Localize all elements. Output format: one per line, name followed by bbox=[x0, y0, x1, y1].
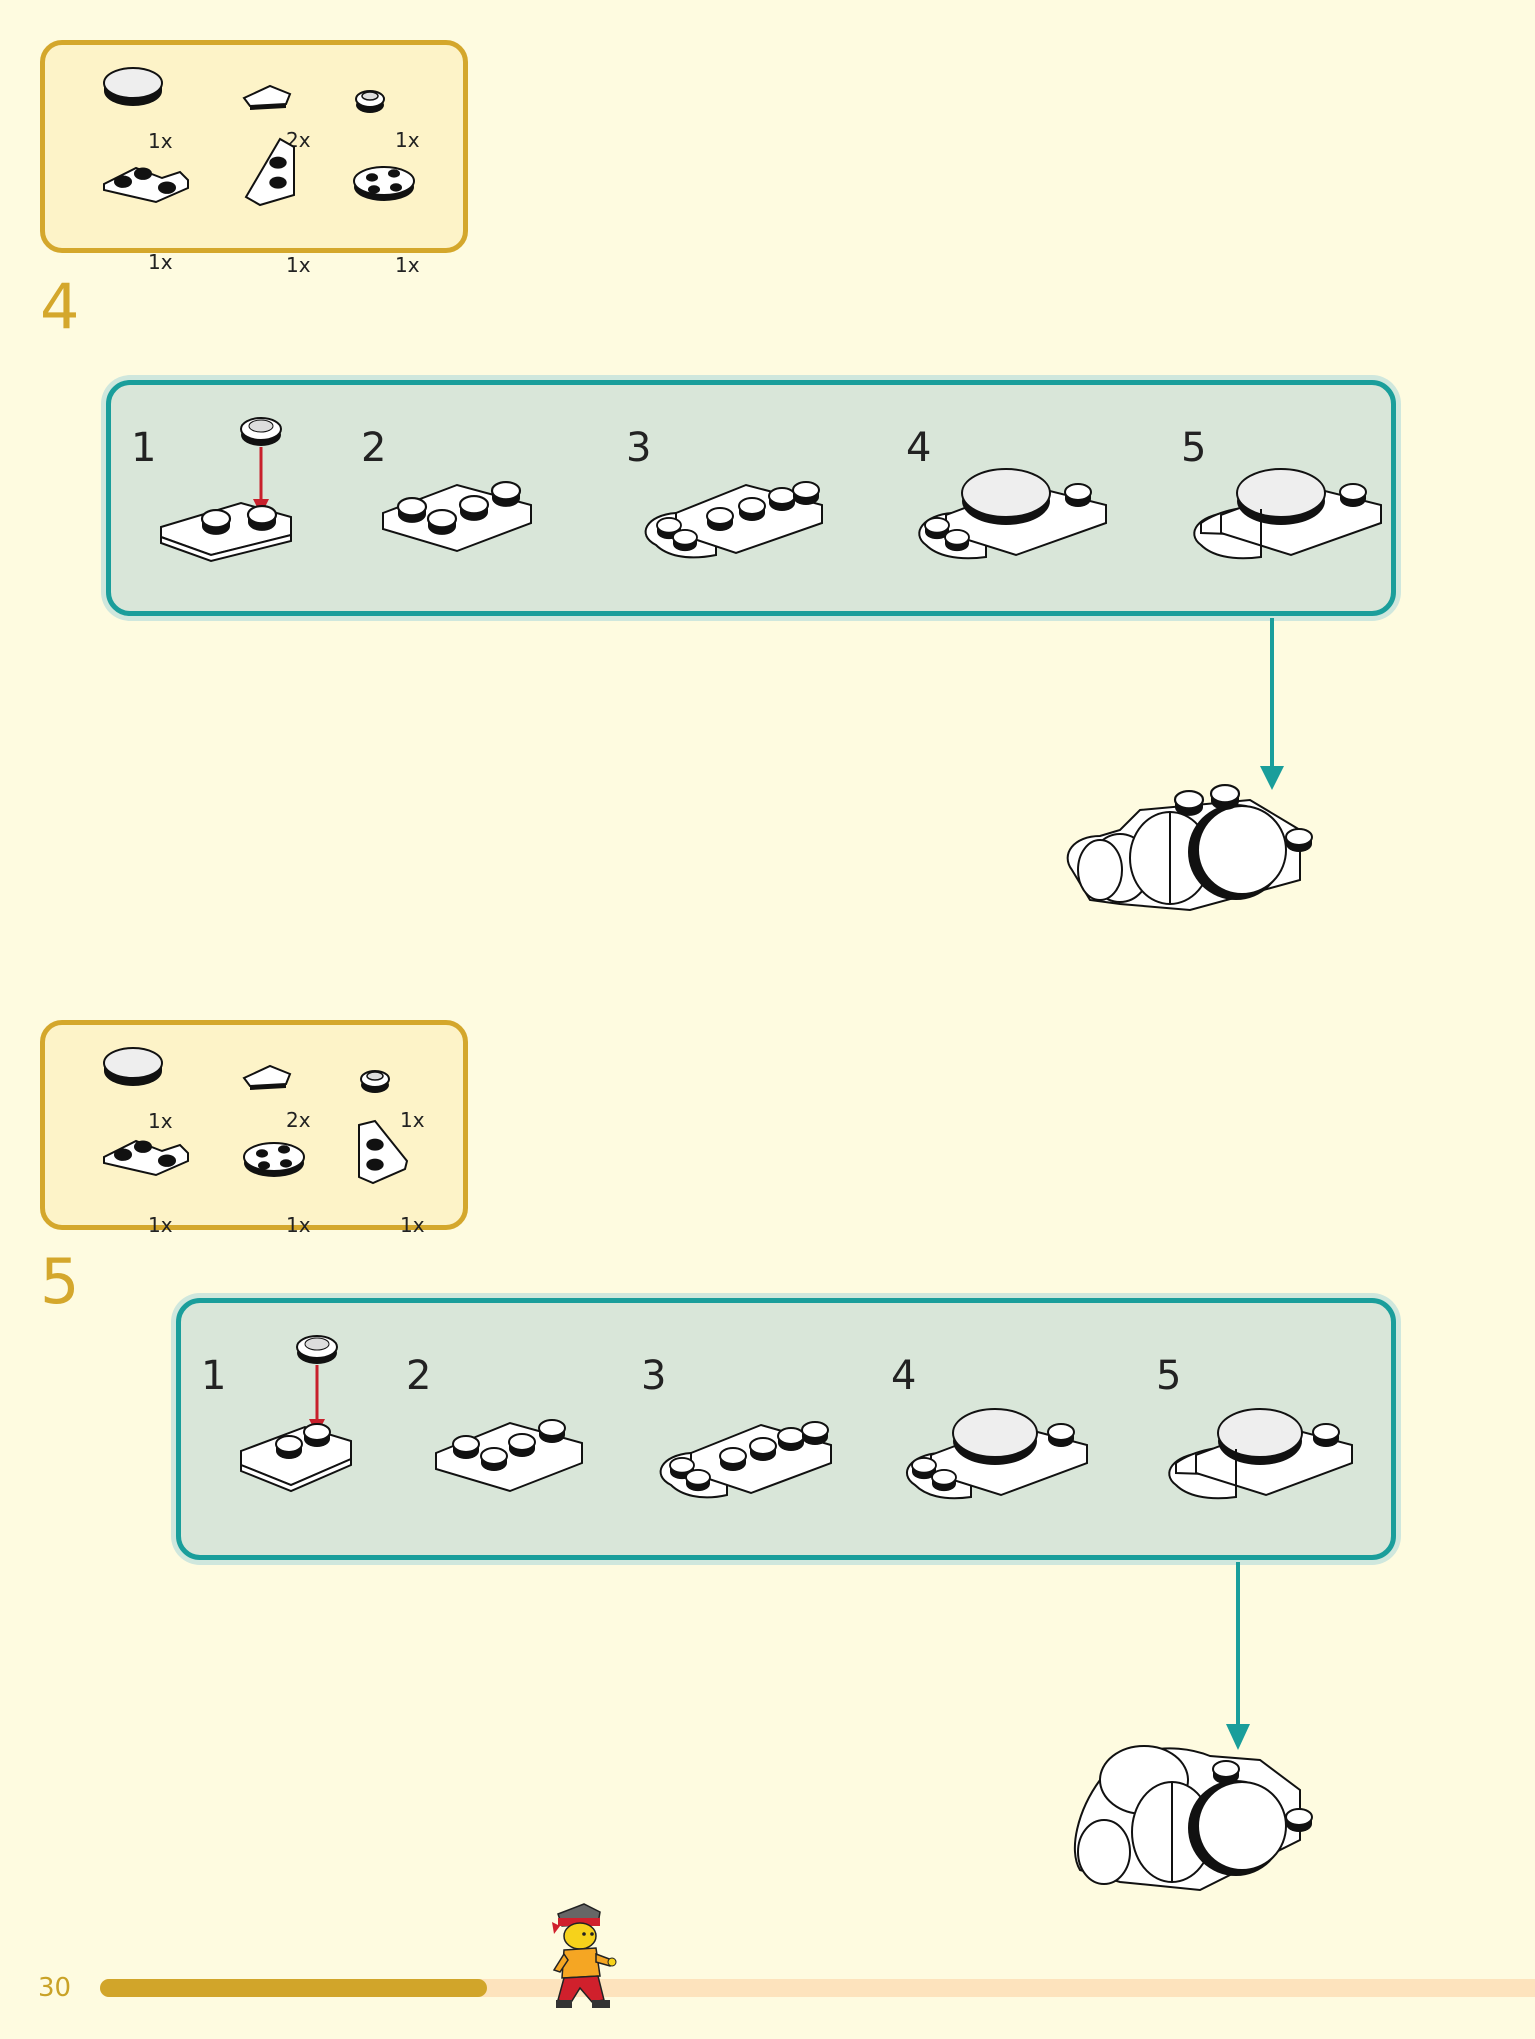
part-wedge-tile: 2x bbox=[240, 80, 350, 170]
wedge-plate-icon bbox=[358, 1119, 409, 1185]
wedge-tile-icon bbox=[242, 84, 292, 110]
round-plate-2x2-icon bbox=[353, 166, 415, 201]
part-corner-plate: 1x bbox=[100, 1133, 210, 1237]
substep-4-4: 4 bbox=[906, 425, 1107, 625]
substep-4-5: 5 bbox=[1181, 425, 1382, 625]
step-number-5: 5 bbox=[40, 1245, 80, 1318]
substep-5-2: 2 bbox=[406, 1353, 606, 1553]
substep-5-4-drawing bbox=[906, 1408, 1088, 1500]
part-round-plate-1x1: 1x bbox=[355, 1063, 465, 1153]
round-plate-1x1-icon bbox=[360, 1070, 390, 1093]
connector-arrow-step-4 bbox=[1260, 618, 1284, 790]
part-round-plate-2x2: 1x bbox=[240, 1133, 350, 1237]
substep-5-3-drawing bbox=[659, 1421, 832, 1499]
round-tile-2x2-icon bbox=[103, 1047, 163, 1086]
part-round-plate-2x2: 1x bbox=[350, 157, 460, 277]
part-round-plate-1x1: 1x bbox=[350, 83, 460, 173]
substep-5-4: 4 bbox=[891, 1353, 1091, 1553]
progress-bar-fill bbox=[100, 1979, 488, 1997]
substep-5-1-drawing bbox=[240, 1335, 352, 1493]
substep-panel-step-4: 1 2 3 bbox=[106, 380, 1396, 616]
substep-5-5-drawing bbox=[1168, 1408, 1353, 1500]
corner-plate-icon bbox=[103, 166, 189, 204]
parts-box-step-4: 1x 2x 1x 1x 1x bbox=[40, 40, 468, 277]
page-number: 30 bbox=[38, 1973, 72, 2003]
substep-5-2-drawing bbox=[435, 1419, 583, 1493]
part-round-tile: 1x bbox=[100, 63, 210, 153]
assembly-result-step-4 bbox=[1066, 784, 1313, 912]
part-round-tile: 1x bbox=[100, 1043, 210, 1133]
round-tile-2x2-icon bbox=[103, 67, 163, 106]
part-corner-plate: 1x bbox=[100, 160, 210, 274]
connector-arrow-step-5 bbox=[1226, 1562, 1250, 1750]
step-number-4: 4 bbox=[40, 270, 80, 343]
substep-4-1-drawing bbox=[160, 417, 292, 563]
substep-4-5-drawing bbox=[1193, 468, 1382, 560]
minifigure-icon bbox=[552, 1903, 617, 2008]
part-wedge-tile: 2x bbox=[240, 1060, 350, 1150]
round-plate-2x2-icon bbox=[243, 1142, 305, 1177]
round-plate-1x1-icon bbox=[355, 90, 385, 113]
wedge-tile-icon bbox=[242, 1064, 292, 1090]
substep-4-3-drawing bbox=[644, 481, 823, 559]
part-wedge-plate: 1x bbox=[240, 135, 350, 277]
substep-4-2-drawing bbox=[382, 481, 532, 553]
parts-box-step-5: 1x 2x 1x 1x 1x bbox=[40, 1020, 468, 1237]
substep-panel-step-5: 1 2 3 bbox=[176, 1298, 1396, 1560]
wedge-plate-icon bbox=[244, 137, 295, 207]
assembly-result-step-5 bbox=[1073, 1745, 1313, 1892]
part-wedge-plate: 1x bbox=[355, 1117, 465, 1237]
substep-4-4-drawing bbox=[918, 468, 1107, 560]
substep-4-2: 2 bbox=[361, 425, 561, 625]
substep-4-3: 3 bbox=[626, 425, 826, 625]
substep-5-1: 1 bbox=[201, 1335, 401, 1553]
progress-bar bbox=[100, 1979, 1535, 1997]
substep-5-3: 3 bbox=[641, 1353, 841, 1553]
corner-plate-icon bbox=[103, 1139, 189, 1177]
substep-4-1: 1 bbox=[131, 417, 331, 625]
substep-5-5: 5 bbox=[1156, 1353, 1356, 1553]
